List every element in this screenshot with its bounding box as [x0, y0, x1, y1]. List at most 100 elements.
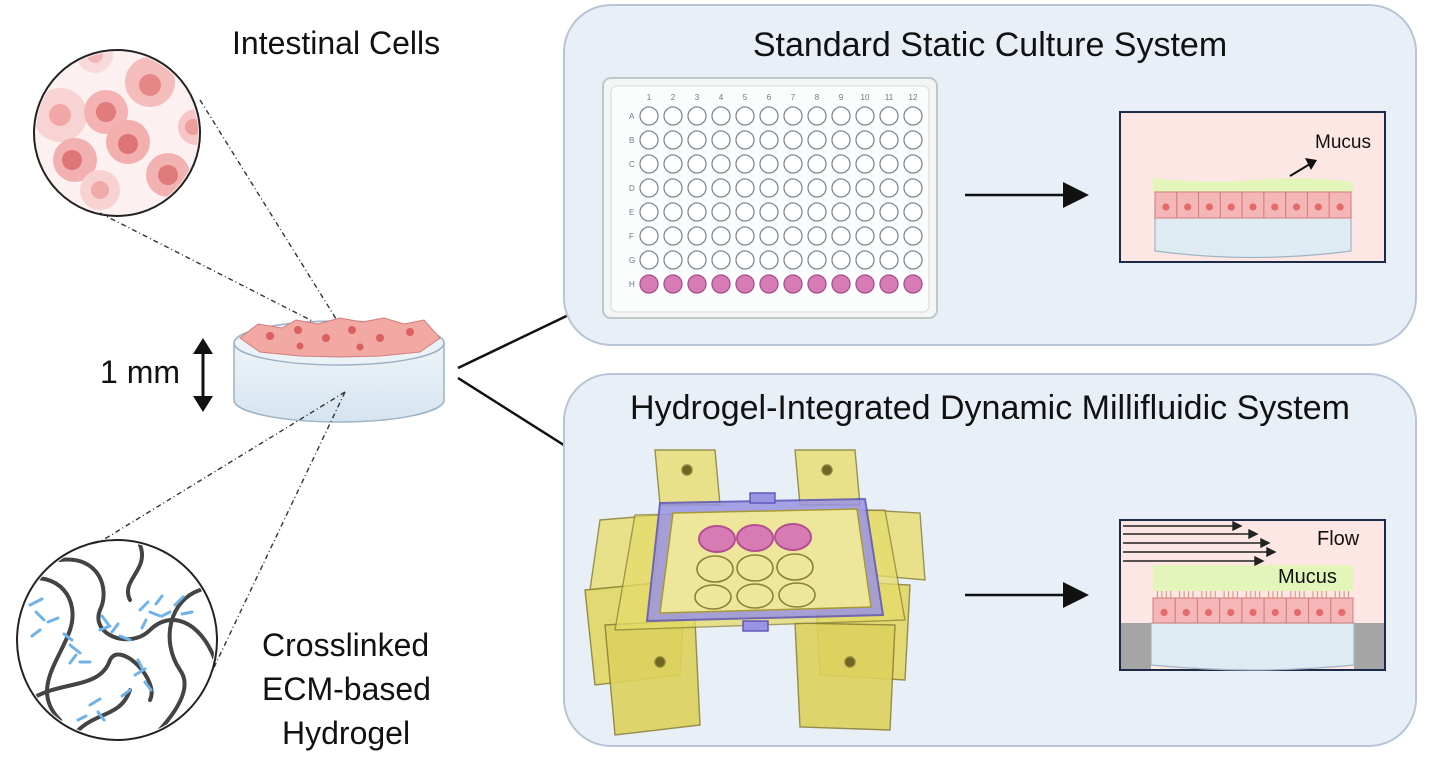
cell-nucleus — [1293, 608, 1302, 617]
plate-well — [759, 130, 779, 150]
plate-row-label: A — [629, 112, 635, 121]
plate-well — [735, 250, 755, 270]
cell-nucleus — [1338, 608, 1346, 617]
cell-nucleus — [1227, 608, 1235, 617]
cell-nucleus — [1271, 608, 1279, 617]
plate-well — [807, 226, 827, 246]
plate-column-label: 4 — [719, 93, 724, 102]
plate-well — [879, 274, 899, 294]
plate-well — [663, 178, 683, 198]
plate-column-label: 11 — [885, 93, 894, 102]
plate-column-label: 10 — [861, 93, 870, 102]
plate-well — [687, 130, 707, 150]
plate-well — [831, 130, 851, 150]
plate-well — [807, 202, 827, 222]
plate-well — [807, 154, 827, 174]
plate-well — [687, 106, 707, 126]
plate-well — [711, 250, 731, 270]
plate-well — [879, 250, 899, 270]
plate-well — [783, 202, 803, 222]
plate-well — [735, 226, 755, 246]
plate-well — [903, 202, 923, 222]
plate-well — [831, 274, 851, 294]
plate-well — [807, 274, 827, 294]
cell-layer — [239, 317, 441, 358]
plate-column-label: 3 — [695, 93, 700, 102]
cell-nucleus — [1182, 608, 1190, 617]
plate-column-label: 5 — [743, 93, 748, 102]
plate-row-label: F — [629, 232, 634, 241]
plate-row-label: D — [629, 184, 635, 193]
plate-well — [759, 154, 779, 174]
dynamic-mucus-label: Mucus — [1278, 566, 1337, 588]
plate-well — [711, 202, 731, 222]
plate-well — [759, 226, 779, 246]
dynamic-panel: Hydrogel-Integrated Dynamic Millifluidic… — [563, 373, 1417, 747]
plate-well — [663, 130, 683, 150]
plate-well — [711, 130, 731, 150]
hydrogel-disc — [233, 317, 445, 423]
plate-row-label: B — [629, 136, 634, 145]
dynamic-cross-section — [1119, 519, 1386, 671]
cell-nucleus — [1162, 203, 1170, 211]
dynamic-panel-graphics — [584, 449, 1386, 736]
plate-well — [639, 226, 659, 246]
plate-well — [903, 274, 923, 294]
plate-well — [759, 178, 779, 198]
plate-well — [687, 202, 707, 222]
cell-nucleus — [1316, 608, 1324, 617]
plate-well — [711, 178, 731, 198]
cell-nucleus — [1184, 203, 1192, 211]
plate-well — [783, 178, 803, 198]
plate-well — [855, 274, 875, 294]
hydrogel-label-line3: Hydrogel — [282, 715, 411, 751]
plate-well — [807, 178, 827, 198]
plate-column-label: 2 — [671, 93, 676, 102]
cell-nucleus — [1227, 203, 1235, 211]
plate-well — [735, 106, 755, 126]
plate-well — [855, 154, 875, 174]
plate-well — [663, 202, 683, 222]
plate-well — [903, 106, 923, 126]
height-label: 1 mm — [100, 354, 180, 390]
plate-column-label: 6 — [767, 93, 772, 102]
device-wells — [694, 523, 816, 610]
plate-well — [903, 178, 923, 198]
plate-well — [807, 250, 827, 270]
cell-nucleus — [1336, 203, 1344, 211]
intestinal-cells-zoom — [33, 49, 201, 217]
hydrogel-label-line1: Crosslinked — [262, 627, 430, 663]
plate-well — [687, 274, 707, 294]
plate-well — [639, 106, 659, 126]
plate-well — [783, 250, 803, 270]
millifluidic-device — [584, 449, 926, 736]
plate-well — [855, 250, 875, 270]
plate-well — [783, 106, 803, 126]
plate-well — [855, 202, 875, 222]
plate-well — [831, 154, 851, 174]
plate-well — [759, 202, 779, 222]
plate-row-label: C — [629, 160, 635, 169]
plate-well — [639, 154, 659, 174]
static-cross-section — [1119, 111, 1386, 263]
plate-well — [831, 202, 851, 222]
plate-well — [903, 154, 923, 174]
hydrogel-label-line2: ECM-based — [262, 671, 431, 707]
plate-well — [903, 130, 923, 150]
plate-well — [831, 226, 851, 246]
plate-well — [711, 154, 731, 174]
plate-well — [735, 202, 755, 222]
plate-well — [855, 130, 875, 150]
plate-well — [831, 250, 851, 270]
cell-nucleus — [1292, 203, 1301, 211]
plate-well — [687, 178, 707, 198]
plate-well — [639, 178, 659, 198]
plate-well — [639, 250, 659, 270]
cell-nucleus — [1249, 608, 1257, 617]
plate-well — [879, 226, 899, 246]
plate-well — [687, 250, 707, 270]
intestinal-cells-label: Intestinal Cells — [232, 25, 441, 61]
plate-well — [711, 226, 731, 246]
plate-well — [663, 250, 683, 270]
